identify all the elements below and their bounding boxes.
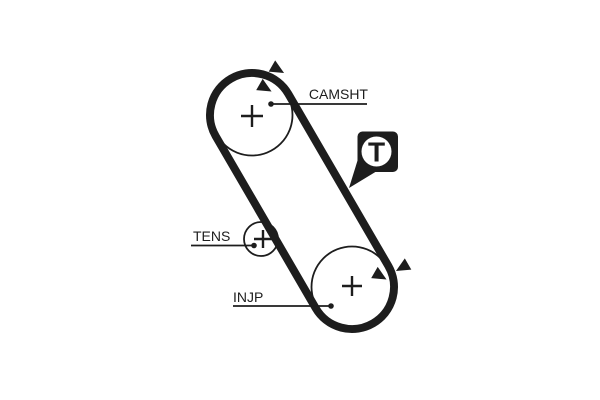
timing-badge-circle <box>361 136 392 167</box>
camshaft-callout: CAMSHT <box>268 86 368 107</box>
tensioner-callout: TENS <box>191 228 257 249</box>
camshaft-timing-arrow-inner-icon <box>256 78 272 92</box>
injection-pump-timing-arrow-outer-icon <box>395 258 412 271</box>
injection-pump-label: INJP <box>233 289 263 305</box>
timing-belt <box>206 69 398 333</box>
tensioner-label: TENS <box>193 228 230 244</box>
tensioner-leader-dot <box>251 242 257 249</box>
injection-pump-leader-dot <box>328 303 334 309</box>
injection-pump-callout: INJP <box>233 289 334 309</box>
timing-badge: T <box>349 131 398 188</box>
timing-marks <box>256 60 412 280</box>
timing-badge-tail <box>349 159 377 188</box>
injection-pump-timing-arrow-inner-icon <box>371 266 387 280</box>
camshaft-timing-arrow-outer-icon <box>268 60 285 73</box>
camshaft-leader-dot <box>268 101 274 107</box>
timing-badge-letter-icon: T <box>368 137 385 168</box>
camshaft-label: CAMSHT <box>309 86 369 102</box>
